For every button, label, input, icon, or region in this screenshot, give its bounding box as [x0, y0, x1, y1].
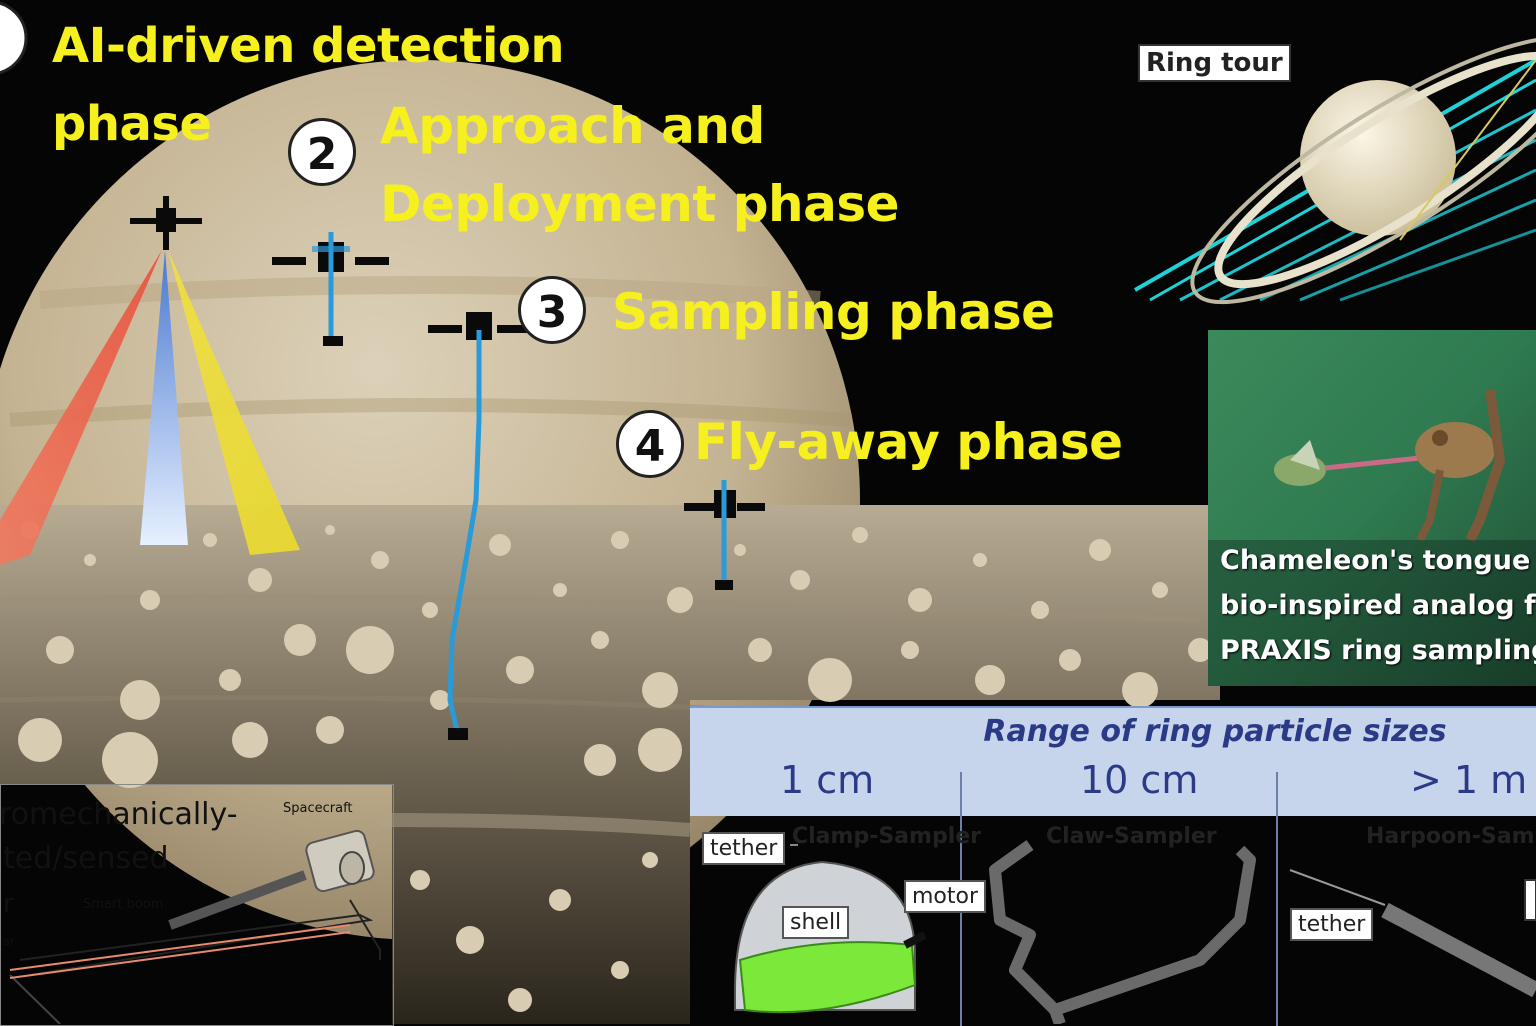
range-title: Range of ring particle sizes — [983, 714, 1447, 749]
motor-callout: motor — [904, 880, 987, 913]
clamp-sampler-label: Clamp-Sampler — [792, 824, 982, 849]
sampling-tether — [447, 330, 482, 736]
bio-inspiration-caption: Chameleon's tongue a bio-inspired analog… — [1220, 538, 1536, 673]
mini-saturn-ring — [1214, 51, 1536, 289]
blue-sensor-beam — [140, 250, 188, 545]
ring-band — [379, 813, 691, 837]
claw-sampler-label: Claw-Sampler — [1046, 824, 1217, 849]
ring-particles — [18, 521, 1212, 1012]
step2-number-circle: 2 — [288, 118, 356, 186]
boom-small-label: ar — [3, 935, 15, 948]
saturn-band — [9, 398, 851, 427]
table-header — [690, 708, 1536, 816]
smart-boom-inset: romechanically- ted/sensed r Spacecraft … — [0, 784, 394, 1026]
boom-inset-line1: romechanically- — [0, 797, 238, 832]
smart-boom-illustration — [9, 829, 381, 1024]
saturn-band — [39, 276, 821, 309]
harpoon-sampler-label: Harpoon-Sampl — [1366, 824, 1536, 849]
step2-title-line2: Deployment phase — [380, 175, 900, 233]
yellow-sensor-beam — [168, 250, 300, 555]
harpoon-sampler-illustration — [1289, 869, 1536, 998]
size-label-1cm: 1 cm — [780, 758, 875, 802]
step2-title-line1: Approach and — [380, 97, 765, 155]
shell-callout: shell — [782, 906, 850, 939]
ring-tour-label: Ring tour — [1138, 44, 1291, 82]
bio-caption-line2: bio-inspired analog fo — [1220, 590, 1536, 621]
harpoon-tether-callout: tether — [1290, 908, 1374, 941]
tether-callout: tether — [702, 832, 786, 865]
step3-title: Sampling phase — [612, 283, 1055, 341]
step1-number-circle — [0, 1, 28, 75]
step1-title-line1: AI-driven detection — [52, 18, 565, 74]
bio-caption-line1: Chameleon's tongue a — [1220, 545, 1536, 576]
flyaway-spacecraft — [684, 480, 765, 590]
smart-boom-label: Smart boom — [83, 897, 164, 912]
boom-inset-line2: ted/sensed — [3, 841, 169, 876]
spacecraft-bus — [305, 829, 375, 893]
step3-number-circle: 3 — [518, 276, 586, 344]
step4-title: Fly-away phase — [694, 413, 1123, 471]
sampling-spacecraft — [428, 312, 527, 740]
frog-photo — [1208, 330, 1536, 686]
column-divider — [1276, 772, 1278, 1026]
claw-sampler-illustration — [989, 840, 1256, 1024]
bio-caption-line3: PRAXIS ring sampling — [1220, 635, 1536, 666]
detection-spacecraft — [130, 196, 202, 250]
deployment-spacecraft — [272, 232, 389, 346]
red-sensor-beam — [0, 250, 162, 565]
step1-title-line2: phase — [52, 96, 212, 152]
step4-number-circle: 4 — [616, 410, 684, 478]
ring-tour-illustration — [1134, 35, 1536, 305]
particle-size-table: Range of ring particle sizes 1 cm 10 cm … — [690, 706, 1536, 1026]
spacecraft-label: Spacecraft — [283, 801, 353, 816]
boom-inset-line3: r — [3, 889, 14, 919]
size-label-10cm: 10 cm — [1080, 758, 1199, 802]
mini-saturn-planet — [1300, 80, 1456, 236]
size-label-1m: > 1 m — [1410, 758, 1528, 802]
